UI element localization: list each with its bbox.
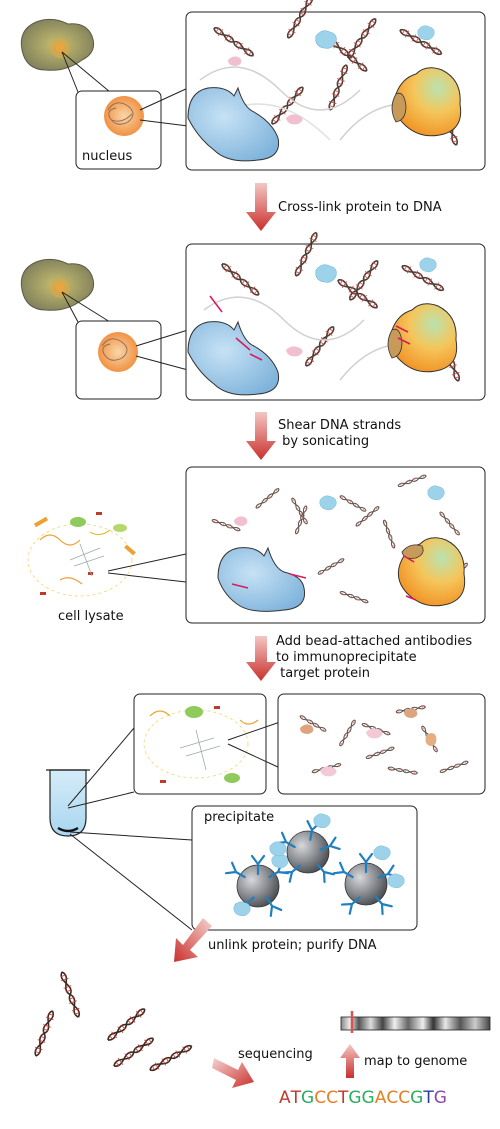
sequence-base: G — [348, 1088, 362, 1108]
label-step-crosslink: Cross-link protein to DNA — [278, 200, 442, 215]
label-nucleus: nucleus — [82, 149, 133, 164]
up-arrow-map — [340, 1044, 360, 1078]
sequence-base: T — [337, 1088, 349, 1108]
label-sequencing: sequencing — [238, 1047, 313, 1062]
protein-blue-3 — [217, 546, 306, 612]
sequence-base: C — [314, 1088, 327, 1108]
sequence-base: T — [290, 1088, 302, 1108]
small-protein — [419, 257, 437, 273]
small-protein — [319, 495, 337, 511]
diagonal-arrow-unlink — [174, 918, 212, 962]
small-protein — [234, 516, 248, 526]
purified-dna-fragments — [31, 969, 195, 1075]
cell-icon-1 — [20, 18, 95, 71]
sequence-base: G — [433, 1088, 447, 1108]
cell-lysate-icon — [27, 512, 136, 597]
bead-left — [224, 853, 290, 918]
nucleus-icon-2 — [98, 332, 138, 372]
crosslinks-3 — [231, 555, 417, 601]
down-arrow-1 — [246, 183, 276, 231]
sequence-base: C — [386, 1088, 399, 1108]
bead-middle — [269, 813, 341, 884]
small-protein — [315, 30, 337, 49]
diagonal-arrow-sequencing — [212, 1058, 254, 1088]
down-arrow-2 — [246, 412, 276, 460]
label-step-shear-2: by sonicating — [278, 434, 370, 449]
bead-right — [332, 845, 405, 916]
label-step-antibody-2: to immunoprecipitate — [276, 650, 417, 665]
tube-icon — [46, 769, 90, 837]
fragments-with-proteins — [298, 704, 470, 777]
label-step-unlink: unlink protein; purify DNA — [208, 938, 377, 953]
sequence-base: C — [398, 1088, 411, 1108]
sequence-base: A — [374, 1088, 387, 1108]
protein-orange-2 — [387, 303, 458, 373]
label-precipitate: precipitate — [204, 810, 275, 825]
protein-blue-1 — [187, 86, 280, 162]
sequence-base: G — [361, 1088, 375, 1108]
protein-orange-1 — [391, 67, 462, 137]
sequence-base: C — [326, 1088, 338, 1108]
fragments-panel — [277, 693, 486, 795]
cell-icon-2 — [20, 258, 95, 311]
lysate-inset-content — [143, 706, 259, 783]
protein-blue-2 — [187, 320, 280, 396]
sequence-base: G — [410, 1088, 424, 1108]
genome-bar — [340, 1016, 491, 1031]
protein-orange-3 — [397, 537, 466, 607]
label-step-antibody-3: target protein — [276, 666, 371, 681]
nucleus-icon-1 — [104, 96, 144, 136]
label-map-to-genome: map to genome — [364, 1054, 468, 1069]
label-step-antibody-1: Add bead-attached antibodies — [276, 634, 473, 649]
small-protein — [228, 56, 242, 66]
small-protein — [315, 264, 337, 283]
small-protein — [417, 25, 435, 41]
small-protein — [427, 485, 445, 501]
label-step-shear-1: Shear DNA strands — [278, 418, 402, 433]
sequence-base: A — [279, 1088, 291, 1108]
crosslinks-2 — [209, 295, 411, 361]
down-arrow-3 — [246, 636, 276, 681]
dna-sequence: ATGCCTGGACCGTG — [279, 1088, 447, 1108]
sequence-base: G — [301, 1088, 315, 1108]
sequence-base: T — [423, 1088, 434, 1108]
small-protein — [286, 346, 303, 357]
small-protein — [286, 114, 303, 125]
label-cell-lysate: cell lysate — [58, 609, 124, 624]
lysate-inset — [133, 693, 267, 795]
